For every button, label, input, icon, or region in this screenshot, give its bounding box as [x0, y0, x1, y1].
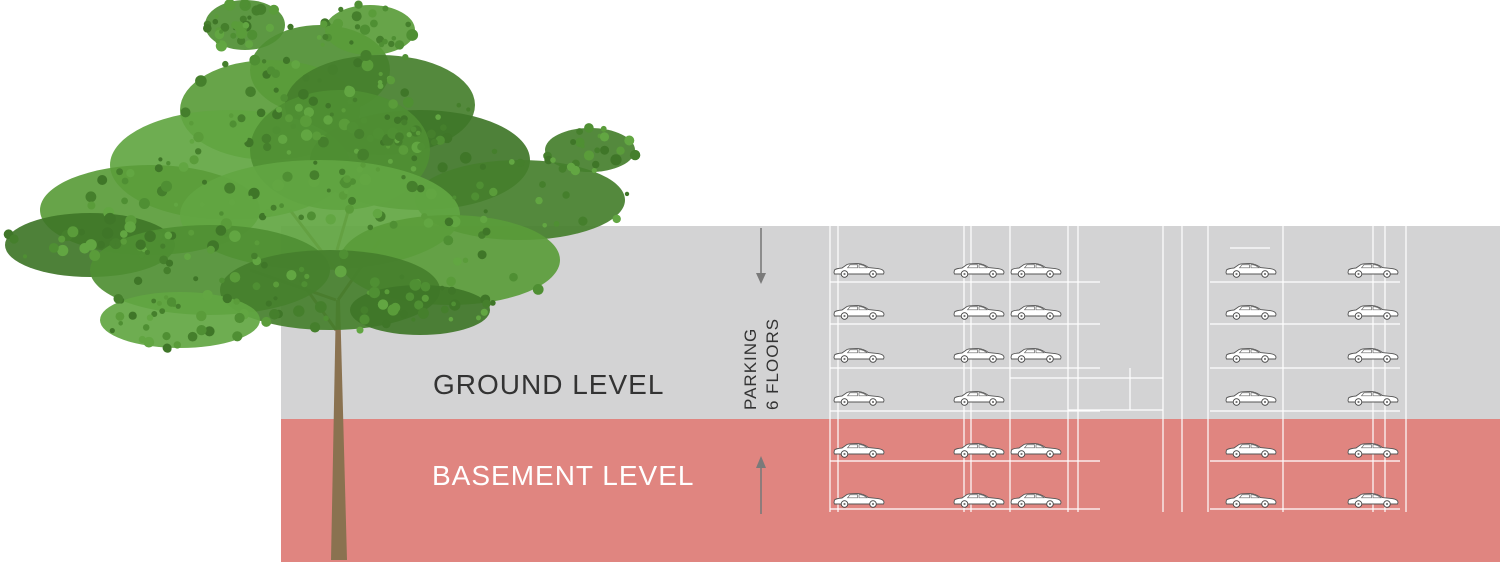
- arrow-up-icon: [756, 456, 766, 514]
- arrow-down-icon: [756, 228, 766, 284]
- parking-floors-label: PARKING 6 FLOORS: [741, 318, 782, 410]
- parking-label-line2: 6 FLOORS: [763, 318, 782, 410]
- parking-label-line1: PARKING: [741, 328, 760, 410]
- tree-illustration: [3, 0, 641, 560]
- parking-structure-frame: [829, 226, 1407, 512]
- basement-level-band: [281, 419, 1500, 562]
- basement-level-label: BASEMENT LEVEL: [432, 460, 694, 491]
- ground-level-label: GROUND LEVEL: [433, 369, 664, 400]
